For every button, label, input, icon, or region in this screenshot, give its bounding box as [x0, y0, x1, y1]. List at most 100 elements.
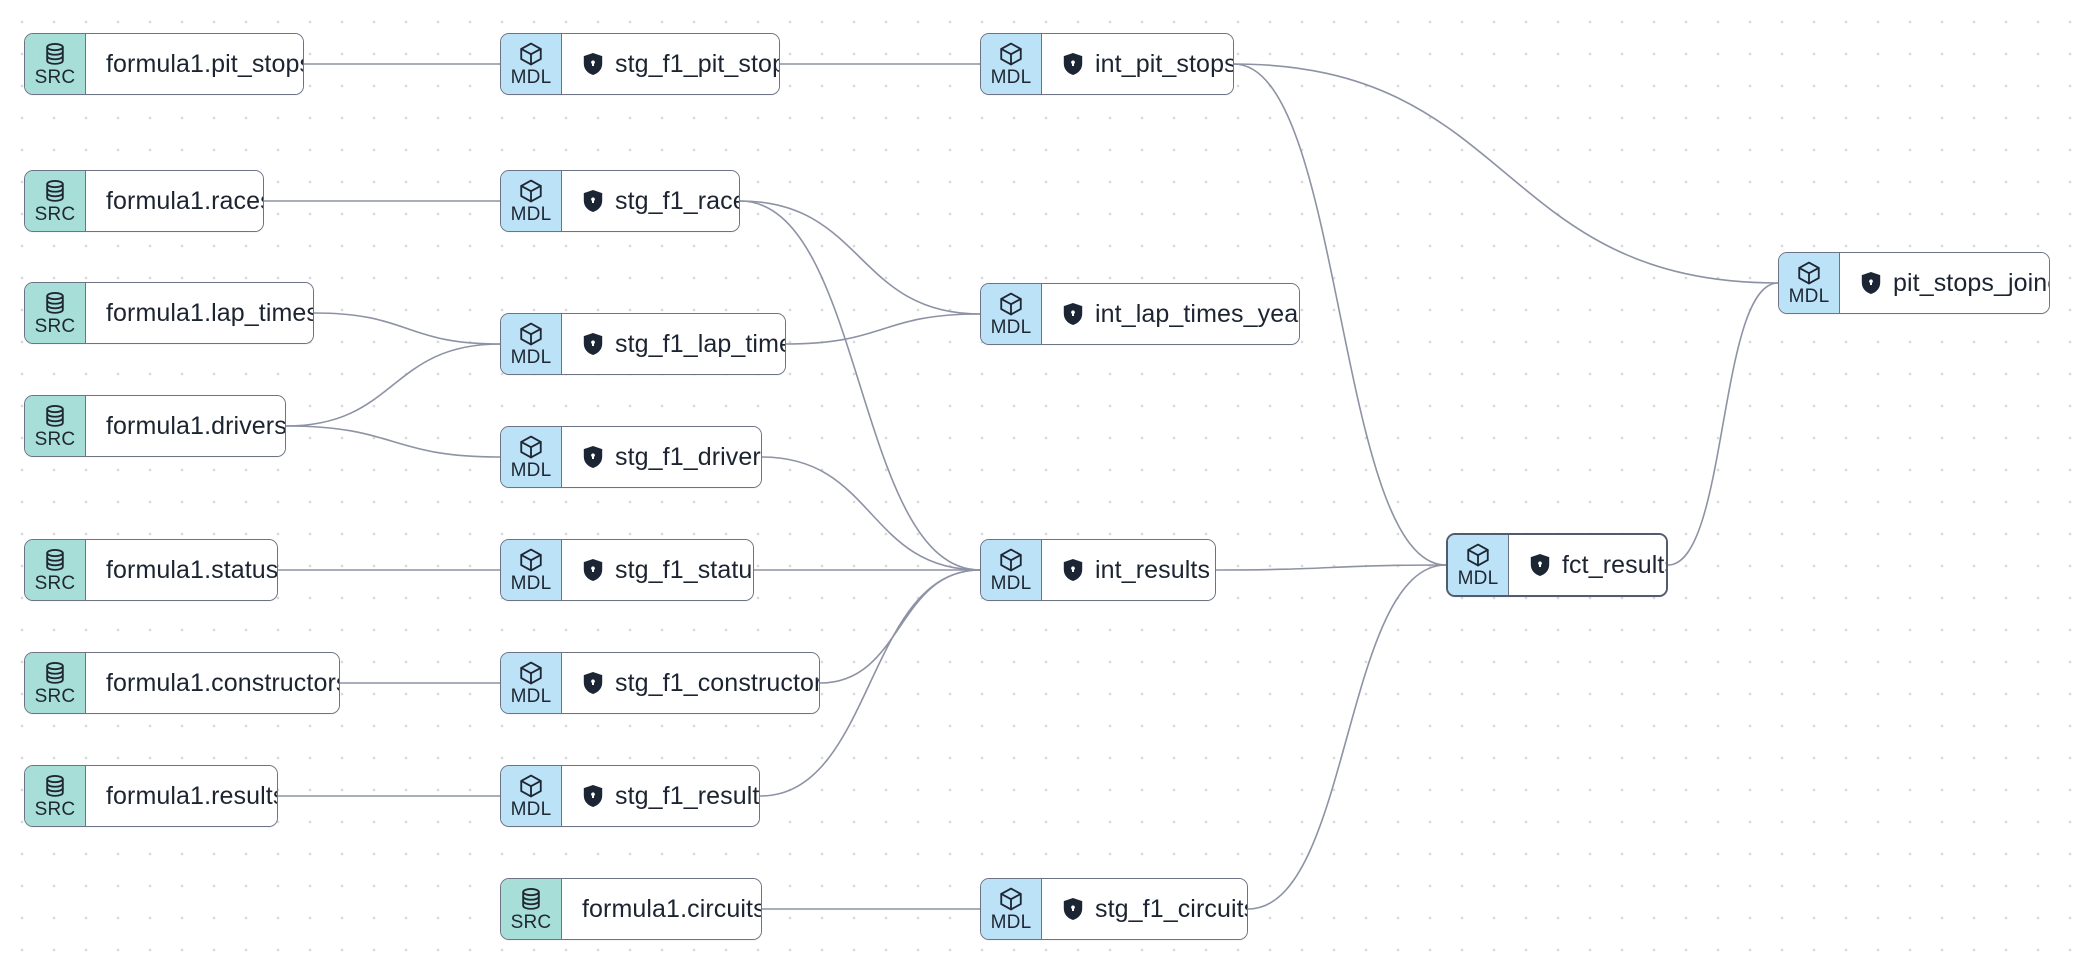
node-label: stg_f1_lap_times — [615, 329, 785, 358]
node-int_pit_stops[interactable]: MDL int_pit_stops — [980, 33, 1234, 95]
node-src_status[interactable]: SRC formula1.status — [24, 539, 278, 601]
model-badge: MDL — [501, 540, 562, 600]
source-badge: SRC — [25, 766, 86, 826]
shield-icon — [1860, 271, 1882, 295]
model-badge: MDL — [501, 427, 562, 487]
model-badge: MDL — [981, 879, 1042, 939]
model-badge: MDL — [501, 314, 562, 374]
node-body: formula1.status — [86, 540, 278, 600]
edge-stg_drivers-to-int_results — [761, 456, 981, 571]
node-pit_stops_joined[interactable]: MDL pit_stops_joined — [1778, 252, 2050, 314]
badge-label: MDL — [990, 317, 1032, 338]
edge-src_drivers-to-stg_drivers — [285, 425, 501, 458]
badge-label: MDL — [510, 799, 552, 820]
node-label: stg_f1_races — [615, 186, 739, 215]
shield-icon — [582, 189, 604, 213]
badge-label: SRC — [34, 429, 76, 450]
node-label: int_pit_stops — [1095, 49, 1234, 78]
node-body: stg_f1_lap_times — [562, 314, 785, 374]
model-badge: MDL — [981, 284, 1042, 344]
badge-label: SRC — [34, 573, 76, 594]
shield-icon — [582, 784, 604, 808]
badge-label: MDL — [510, 573, 552, 594]
badge-label: MDL — [990, 912, 1032, 933]
node-src_constructors[interactable]: SRC formula1.constructors — [24, 652, 340, 714]
node-body: stg_f1_constructors — [562, 653, 820, 713]
node-stg_circuits[interactable]: MDL stg_f1_circuits — [980, 878, 1248, 940]
node-src_lap_times[interactable]: SRC formula1.lap_times — [24, 282, 314, 344]
node-body: formula1.pit_stops — [86, 34, 303, 94]
shield-icon — [1062, 52, 1084, 76]
node-body: int_pit_stops — [1042, 34, 1234, 94]
node-body: formula1.circuits — [562, 879, 761, 939]
cube-icon — [518, 434, 544, 460]
node-body: formula1.results — [86, 766, 277, 826]
shield-icon — [1062, 897, 1084, 921]
badge-label: MDL — [1788, 286, 1830, 307]
edge-stg_lap_times-to-int_lap_times_years — [785, 313, 981, 345]
node-body: stg_f1_circuits — [1042, 879, 1247, 939]
node-body: formula1.constructors — [86, 653, 339, 713]
edge-src_drivers-to-stg_lap_times — [285, 343, 501, 427]
edge-stg_races-to-int_lap_times_years — [739, 200, 981, 315]
node-label: pit_stops_joined — [1893, 268, 2049, 297]
edge-fct_results-to-pit_stops_joined — [1667, 282, 1779, 566]
model-badge: MDL — [981, 34, 1042, 94]
cube-icon — [998, 886, 1024, 912]
cube-icon — [998, 547, 1024, 573]
node-label: formula1.drivers — [106, 411, 286, 440]
source-badge: SRC — [501, 879, 562, 939]
node-src_drivers[interactable]: SRC formula1.drivers — [24, 395, 286, 457]
node-body: stg_f1_drivers — [562, 427, 762, 487]
node-int_results[interactable]: MDL int_results — [980, 539, 1216, 601]
edge-src_lap_times-to-stg_lap_times — [313, 312, 501, 345]
edge-int_pit_stops-to-pit_stops_joined — [1233, 63, 1779, 284]
node-label: formula1.races — [106, 186, 264, 215]
database-icon — [518, 886, 544, 912]
badge-label: MDL — [510, 686, 552, 707]
node-label: stg_f1_constructors — [615, 668, 820, 697]
badge-label: MDL — [1457, 568, 1499, 589]
node-body: formula1.lap_times — [86, 283, 313, 343]
cube-icon — [518, 773, 544, 799]
cube-icon — [998, 41, 1024, 67]
badge-label: SRC — [34, 316, 76, 337]
node-body: formula1.drivers — [86, 396, 286, 456]
edge-stg_races-to-int_results — [739, 200, 981, 571]
node-body: pit_stops_joined — [1840, 253, 2049, 313]
shield-icon — [582, 671, 604, 695]
node-stg_drivers[interactable]: MDL stg_f1_drivers — [500, 426, 762, 488]
edge-int_results-to-fct_results — [1215, 564, 1447, 571]
source-badge: SRC — [25, 653, 86, 713]
database-icon — [42, 773, 68, 799]
node-stg_constructors[interactable]: MDL stg_f1_constructors — [500, 652, 820, 714]
node-stg_results[interactable]: MDL stg_f1_results — [500, 765, 760, 827]
node-body: stg_f1_pit_stops — [562, 34, 779, 94]
cube-icon — [518, 547, 544, 573]
database-icon — [42, 547, 68, 573]
node-label: stg_f1_drivers — [615, 442, 762, 471]
badge-label: SRC — [34, 686, 76, 707]
shield-icon — [582, 332, 604, 356]
node-body: stg_f1_results — [562, 766, 759, 826]
source-badge: SRC — [25, 34, 86, 94]
badge-label: MDL — [510, 347, 552, 368]
node-stg_lap_times[interactable]: MDL stg_f1_lap_times — [500, 313, 786, 375]
node-label: formula1.status — [106, 555, 278, 584]
model-badge: MDL — [501, 653, 562, 713]
cube-icon — [518, 41, 544, 67]
model-badge: MDL — [981, 540, 1042, 600]
node-label: int_results — [1095, 555, 1211, 584]
model-badge: MDL — [501, 766, 562, 826]
